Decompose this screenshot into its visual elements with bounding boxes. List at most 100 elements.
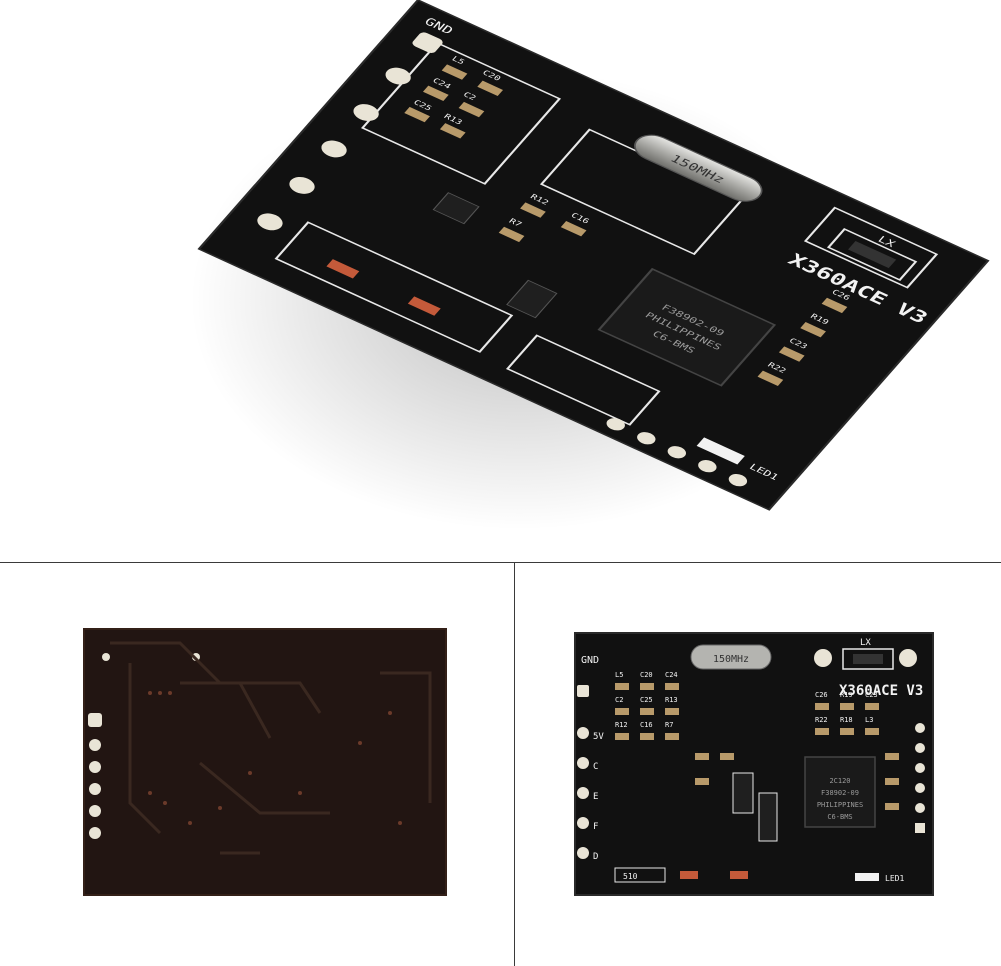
component-label: R19: [840, 691, 853, 699]
component-label: C26: [815, 691, 828, 699]
pad: [915, 723, 925, 733]
smd-resistor: [885, 753, 899, 760]
component-label: C16: [640, 721, 653, 729]
smd-resistor: [720, 753, 734, 760]
crystal-oscillator: [690, 644, 772, 670]
coil: [853, 654, 883, 664]
via: [148, 691, 152, 695]
smd-resistor: [815, 703, 829, 710]
trace: [199, 761, 330, 815]
pad: [915, 743, 925, 753]
silk-outline: [505, 334, 661, 426]
pad-label: F: [593, 822, 598, 832]
component-label: C2: [615, 696, 623, 704]
pad: [577, 787, 589, 799]
led-label: LED1: [885, 874, 904, 883]
pad: [915, 783, 925, 793]
pad: [89, 761, 101, 773]
component-label: 510: [623, 872, 638, 881]
pcb-board: [197, 0, 990, 511]
smd-resistor: [885, 803, 899, 810]
via: [398, 821, 402, 825]
vias: [148, 691, 402, 825]
edge-pads: [257, 32, 443, 231]
silk-outline: [274, 221, 514, 353]
main-chip: [804, 756, 876, 828]
sot-transistor: [758, 792, 778, 842]
pad: [289, 176, 315, 194]
smd-resistor: [640, 683, 654, 690]
smd-resistor: [665, 733, 679, 740]
main-chip: [597, 267, 777, 387]
sot-transistor: [432, 192, 480, 225]
silk-outline: [803, 206, 939, 289]
smd-resistor: [885, 778, 899, 785]
crystal-label: 150MHz: [713, 654, 749, 665]
chip-line: C6-BMS: [827, 813, 852, 821]
pad: [577, 757, 589, 769]
pad-label: D: [593, 852, 598, 862]
pad: [89, 805, 101, 817]
pad: [412, 32, 443, 53]
diode: [730, 871, 748, 879]
smd-resistor: [695, 753, 709, 760]
coil-outline: [842, 648, 894, 670]
pcb-front-view: 150MHz LX X360ACE V3 GND 2C120 F38902-09…: [574, 632, 934, 896]
trace: [180, 681, 272, 739]
top-photo-panel: 150MHz F38902-09 PHILIPPINES C6-BMS LX L…: [190, 0, 990, 530]
via: [358, 741, 362, 745]
component-label: R22: [815, 716, 828, 724]
smd-resistor: [840, 703, 854, 710]
bottom-pads: [606, 418, 748, 487]
led: [696, 437, 745, 465]
smd-resistor: [615, 708, 629, 715]
smd-resistor: [498, 226, 525, 243]
smd-resistor: [422, 85, 449, 102]
diode: [680, 871, 698, 879]
mount-hole: [102, 653, 110, 661]
divider-vertical: [514, 563, 515, 966]
crystal-oscillator: [634, 134, 763, 202]
smd-resistor: [865, 703, 879, 710]
pad: [89, 783, 101, 795]
component-label: C24: [665, 671, 678, 679]
pad: [606, 418, 625, 431]
smd-resistor: [520, 202, 546, 218]
pad: [385, 67, 411, 85]
component-label: C20: [640, 671, 653, 679]
component-label: R7: [665, 721, 673, 729]
smd-resistor: [815, 728, 829, 735]
smd-resistor: [439, 123, 466, 139]
via: [218, 806, 222, 810]
component-label: L5: [615, 671, 623, 679]
diode: [407, 296, 441, 316]
sot-transistor: [732, 772, 754, 814]
smd-resistor: [477, 80, 504, 97]
smd-resistor: [840, 728, 854, 735]
via: [388, 711, 392, 715]
pcb-angled-view: 150MHz F38902-09 PHILIPPINES C6-BMS LX L…: [190, 0, 990, 530]
smd-resistor: [441, 64, 468, 80]
smd-resistor: [778, 346, 805, 362]
pad: [915, 763, 925, 773]
pad: [915, 803, 925, 813]
back-photo-panel: [0, 563, 514, 966]
component-label: L5: [450, 55, 466, 66]
back-edge-pads: [88, 713, 102, 839]
pad: [899, 649, 917, 667]
component-label: R7: [507, 217, 523, 228]
pad: [577, 727, 589, 739]
pad: [88, 713, 102, 727]
smd-resistor: [757, 370, 784, 386]
via: [168, 691, 172, 695]
chip-line: PHILIPPINES: [817, 801, 863, 809]
traces: [110, 641, 432, 855]
pad: [89, 827, 101, 839]
component-label: R13: [665, 696, 678, 704]
smd-resistor: [800, 322, 826, 338]
pad: [698, 460, 717, 473]
component-label: L3: [865, 716, 873, 724]
pad: [353, 104, 379, 121]
smd-resistor: [615, 733, 629, 740]
pad: [257, 213, 283, 231]
